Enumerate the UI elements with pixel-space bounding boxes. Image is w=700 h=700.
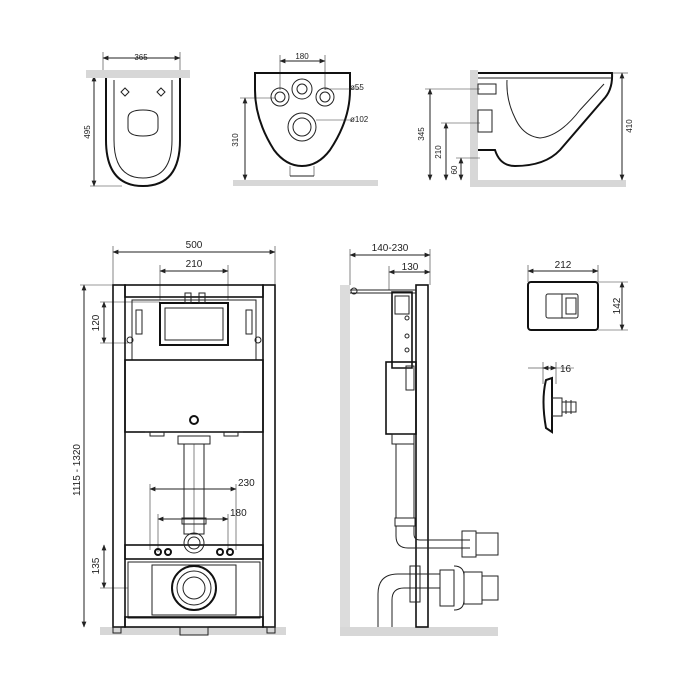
rear-spacing-label: 180 (295, 52, 309, 61)
upper-spacing-label: 230 (238, 478, 255, 489)
bowl-rear-view: 180 310 ø55 ø102 (231, 52, 378, 186)
button-offset-label: 120 (91, 314, 102, 331)
plate-thickness-label: 16 (560, 364, 572, 375)
plate-width-label: 212 (555, 260, 572, 271)
side-depth-label: 410 (625, 119, 634, 133)
lower-spacing-label: 180 (230, 508, 247, 519)
bowl-side-view: 345 210 60 410 (417, 70, 634, 187)
flush-plate-view: 212 142 16 (527, 260, 628, 434)
frame-height-label: 1115 - 1320 (72, 444, 83, 496)
frame-side-view: 140-230 130 (340, 243, 499, 636)
frame-front-view: 500 210 1115 - 1320 120 135 (72, 240, 286, 636)
bowl-width-label: 365 (134, 53, 148, 62)
side-depth-range-label: 140-230 (372, 243, 409, 254)
bottom-offset-label: 135 (91, 557, 102, 574)
frame-width-label: 500 (186, 240, 203, 251)
plate-height-label: 142 (612, 297, 623, 314)
small-hole-label: ø55 (350, 83, 364, 92)
large-hole-label: ø102 (350, 115, 369, 124)
bowl-length-label: 495 (83, 125, 92, 139)
tank-width-label: 210 (186, 259, 203, 270)
bowl-top-view: 365 495 (83, 52, 190, 188)
side-base-label: 60 (450, 165, 459, 174)
side-depth-label: 130 (402, 262, 419, 273)
side-outlet-height-label: 210 (434, 145, 443, 159)
side-total-height-label: 345 (417, 127, 426, 141)
rear-height-label: 310 (231, 133, 240, 147)
